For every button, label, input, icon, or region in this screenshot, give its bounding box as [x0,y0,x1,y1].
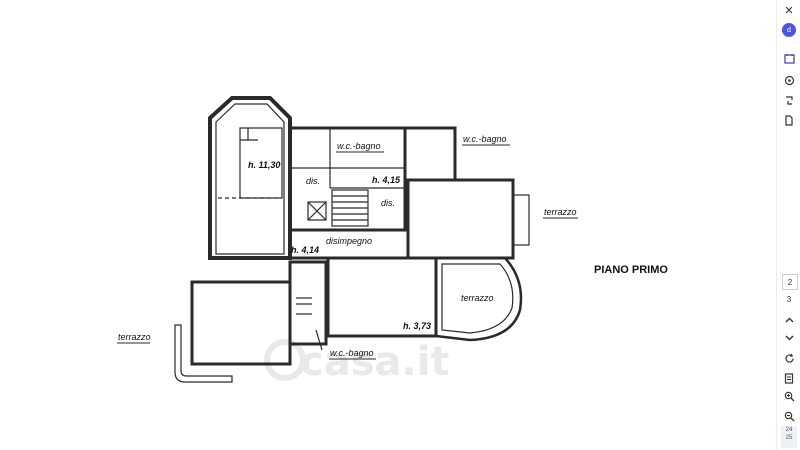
label-wc-bagno-bottom: w.c.-bagno [330,348,374,358]
zoom-out-icon[interactable] [777,406,800,426]
thumbnail-label-a: 24 [785,427,793,433]
label-height-stair: h. 4,15 [372,175,401,185]
zoom-in-icon[interactable] [777,386,800,406]
label-height-disimpegno: h. 4,14 [291,245,319,255]
close-icon[interactable]: ✕ [784,4,794,17]
document-icon[interactable] [777,110,800,130]
label-wc-bagno-top-right: w.c.-bagno [463,134,507,144]
floor-title: PIANO PRIMO [594,264,668,276]
label-terrazzo-right: terrazzo [544,207,577,217]
label-terrazzo-left: terrazzo [118,332,151,342]
gallery-icon[interactable] [777,48,800,68]
page-thumbnail-strip[interactable]: 24 25 [781,426,797,448]
floor-plan: casa.it [117,96,668,385]
chevron-down-icon[interactable] [777,328,800,348]
right-toolbar: ✕ d 2 3 24 25 [776,0,800,450]
fit-page-icon[interactable] [777,368,800,388]
label-dis-right: dis. [381,198,395,208]
chevron-up-icon[interactable] [777,310,800,330]
walls [174,96,530,383]
label-disimpegno: disimpegno [326,236,372,246]
room-labels: h. 11,30 w.c.-bagno w.c.-bagno dis. dis.… [118,134,668,358]
label-terrazzo-round: terrazzo [461,293,494,303]
rotate-icon[interactable] [777,70,800,90]
floor-plan-viewer: casa.it [117,96,669,385]
label-underlines [117,144,578,360]
avatar: d [782,23,796,37]
thumbnail-label-b: 25 [785,435,793,441]
label-height-tower: h. 11,30 [248,160,280,170]
watermark-logo [264,339,306,381]
label-wc-bagno-top: w.c.-bagno [337,141,381,151]
label-dis-left: dis. [306,176,320,186]
watermark-text: casa.it [300,339,450,385]
refresh-icon[interactable] [777,348,800,368]
page-number-current[interactable]: 2 [782,274,798,290]
label-height-room: h. 3,73 [403,321,431,331]
page-number-next[interactable]: 3 [786,294,792,304]
avatar-button[interactable]: d [777,20,800,40]
compare-icon[interactable] [777,90,800,110]
